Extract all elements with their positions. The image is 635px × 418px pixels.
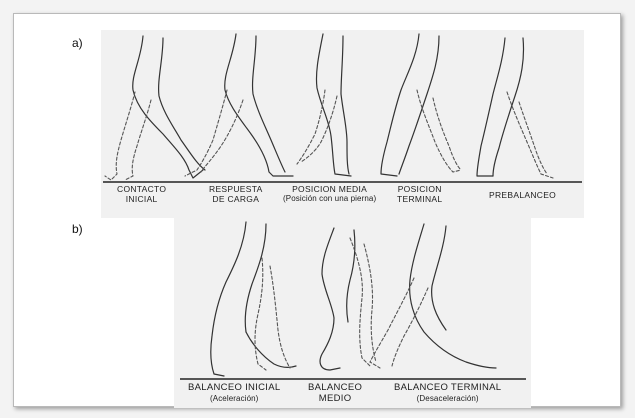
leg-figure-initial-swing	[211, 222, 296, 376]
leg-figure-midswing	[320, 228, 376, 370]
phase-label-midstance: POSICION MEDIA (Posición con una pierna)	[283, 184, 376, 204]
phase-label-preswing: PREBALANCEO	[489, 190, 556, 200]
swing-phase-figure: BALANCEO INICIAL (Aceleración) BALANCEO …	[174, 218, 531, 408]
phase-label-line: (Posición con una pierna)	[283, 194, 376, 204]
phase-label-line: (Desaceleración)	[394, 393, 501, 404]
phase-label-initial-contact: CONTACTO INICIAL	[117, 184, 166, 204]
phase-label-line: RESPUESTA	[209, 184, 263, 194]
phase-label-terminal-swing: BALANCEO TERMINAL (Desaceleración)	[394, 382, 501, 404]
leg-figure-preswing	[477, 38, 553, 178]
leg-figure-terminal-swing	[370, 224, 496, 368]
phase-label-midswing: BALANCEO MEDIO	[308, 382, 362, 404]
phase-label-terminal-stance: POSICION TERMINAL	[397, 184, 442, 204]
phase-label-initial-swing: BALANCEO INICIAL (Aceleración)	[188, 382, 280, 404]
leg-figure-loading-response	[185, 34, 293, 176]
panel-b-letter: b)	[72, 222, 83, 236]
phase-label-line: CONTACTO	[117, 184, 166, 194]
phase-label-line: DE CARGA	[209, 194, 263, 204]
phase-label-line: TERMINAL	[397, 194, 442, 204]
leg-figure-initial-contact	[105, 36, 205, 180]
figure-frame: a) b)	[13, 13, 621, 407]
phase-label-line: POSICION MEDIA	[283, 184, 376, 194]
phase-label-line: BALANCEO TERMINAL	[394, 382, 501, 393]
leg-figure-terminal-stance	[381, 34, 461, 176]
phase-label-line: PREBALANCEO	[489, 190, 556, 200]
phase-label-line: MEDIO	[308, 393, 362, 404]
stance-phase-figure: CONTACTO INICIAL RESPUESTA DE CARGA POSI…	[101, 30, 584, 218]
phase-label-line: INICIAL	[117, 194, 166, 204]
phase-label-loading-response: RESPUESTA DE CARGA	[209, 184, 263, 204]
panel-a-letter: a)	[72, 36, 83, 50]
phase-label-line: BALANCEO	[308, 382, 362, 393]
swing-phase-drawing	[174, 218, 531, 408]
phase-label-line: POSICION	[397, 184, 442, 194]
leg-figure-midstance	[297, 34, 351, 176]
phase-label-line: BALANCEO INICIAL	[188, 382, 280, 393]
phase-label-line: (Aceleración)	[188, 393, 280, 404]
